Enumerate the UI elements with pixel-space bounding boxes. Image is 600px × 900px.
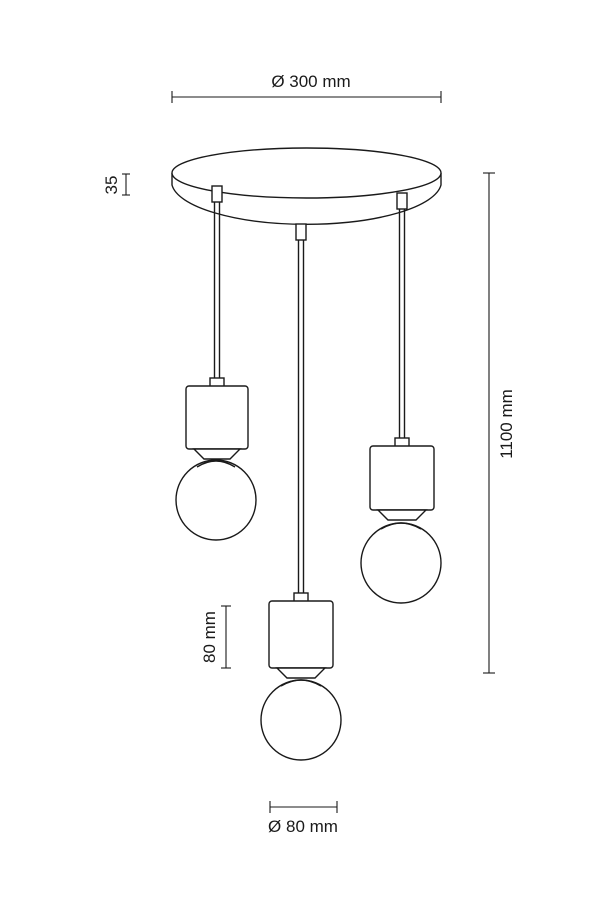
cord-clamp (211, 185, 223, 203)
socket (185, 385, 249, 450)
bulb-collar (380, 522, 422, 530)
bulb (360, 522, 442, 604)
total-height-label: 1100 mm (497, 389, 516, 459)
canopy-height-dimension: 35 (102, 173, 130, 196)
socket (268, 600, 334, 669)
socket-height-dimension: 80 mm (200, 605, 231, 669)
cord-clamp (396, 192, 408, 210)
bulb-neck (192, 448, 242, 460)
canopy-diameter-label: Ø 300 mm (271, 72, 350, 91)
bulb-diameter-dimension: Ø 80 mm (268, 801, 338, 836)
canopy-top (171, 147, 442, 199)
bulb-neck (376, 509, 428, 521)
canopy-diameter-dimension: Ø 300 mm (171, 72, 442, 103)
bulb-collar (196, 460, 236, 468)
bulb (175, 459, 257, 541)
pendant-left (175, 185, 257, 541)
bulb-diameter-label: Ø 80 mm (268, 817, 338, 836)
bulb-collar (280, 679, 322, 687)
bulb-neck (275, 667, 327, 679)
pendant-center (260, 223, 342, 761)
total-height-dimension: 1100 mm (483, 172, 516, 674)
canopy (171, 147, 442, 226)
pendant-right (360, 192, 442, 604)
canopy-height-label: 35 (102, 176, 121, 195)
cord-clamp (295, 223, 307, 241)
socket-height-label: 80 mm (200, 611, 219, 663)
bulb (260, 679, 342, 761)
socket (369, 445, 435, 511)
